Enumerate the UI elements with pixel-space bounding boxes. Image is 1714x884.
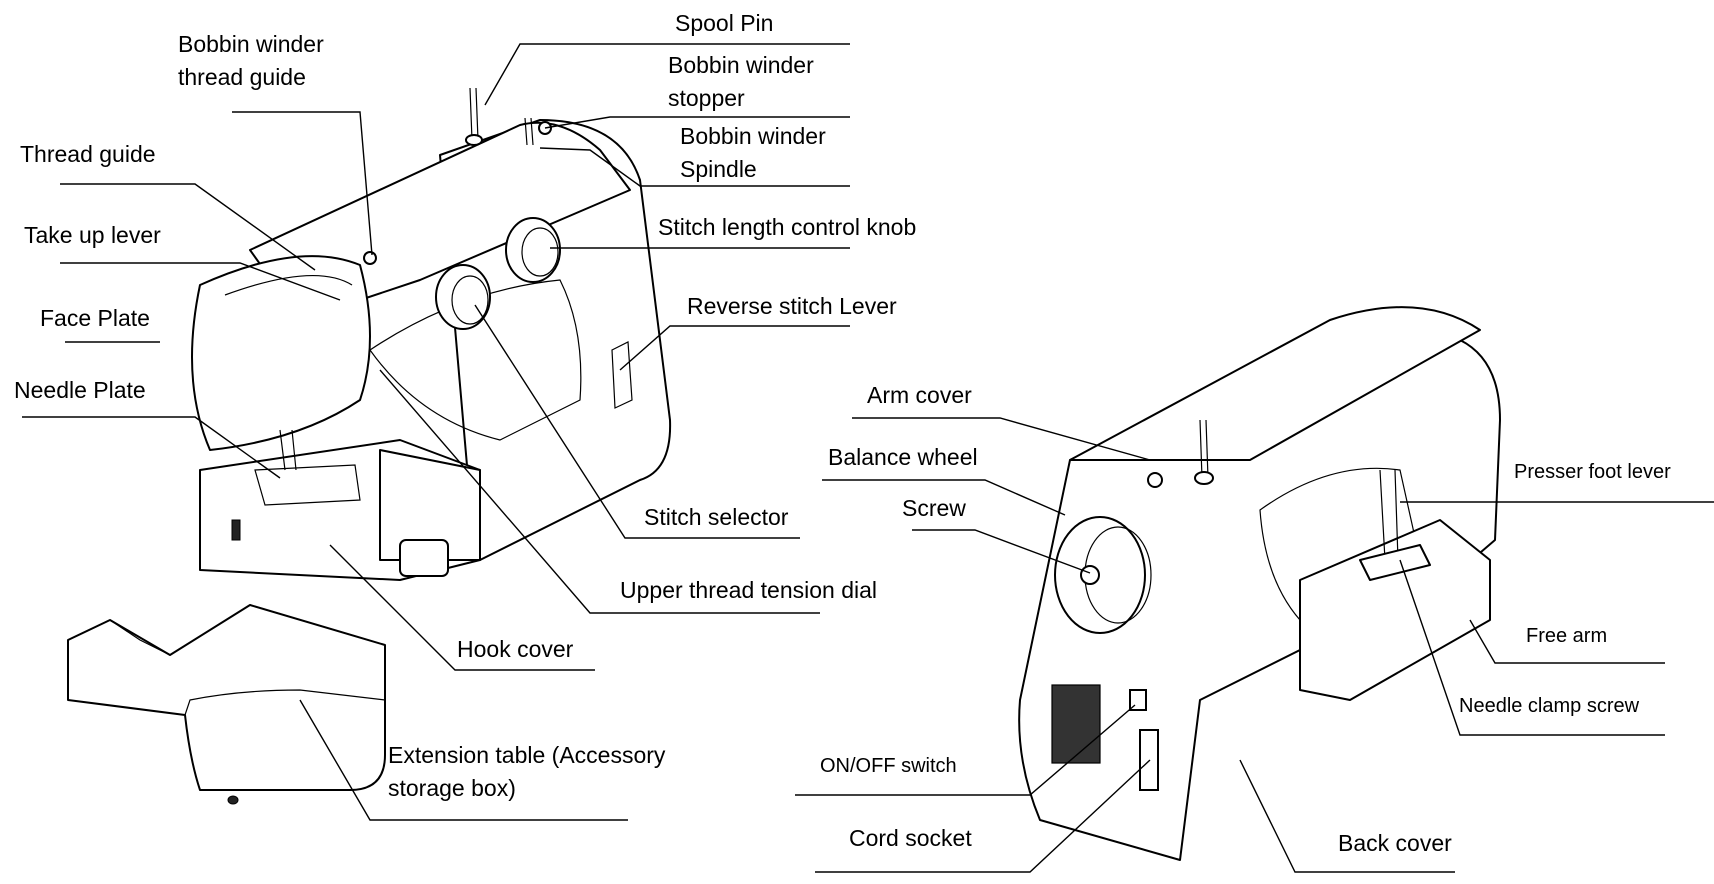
label-reverse-stitch-lever: Reverse stitch Lever: [687, 293, 897, 319]
label-bobbin-winder-thread-guide: Bobbin winder thread guide: [178, 28, 324, 94]
label-bobbin-winder-spindle-line1: Bobbin winder: [680, 123, 826, 149]
label-take-up-lever: Take up lever: [24, 222, 161, 248]
label-stitch-selector: Stitch selector: [644, 504, 789, 530]
leader-bobbin-winder-spindle: [539, 147, 850, 187]
leader-bobbin-winder-stopper: [544, 116, 850, 129]
leader-stitch-selector: [474, 304, 800, 539]
leader-spool-pin: [484, 43, 850, 106]
leader-thread-guide: [60, 183, 316, 271]
leader-cord-socket: [815, 759, 1151, 873]
label-balance-wheel: Balance wheel: [828, 444, 978, 470]
leader-needle-clamp-screw: [1399, 559, 1665, 736]
label-bobbin-winder-thread-guide-line1: Bobbin winder: [178, 31, 324, 57]
label-needle-clamp-screw: Needle clamp screw: [1459, 695, 1640, 717]
label-bobbin-winder-thread-guide-line2: thread guide: [178, 64, 306, 90]
leader-on-off-switch: [795, 704, 1136, 796]
label-face-plate: Face Plate: [40, 305, 150, 331]
leader-balance-wheel: [822, 479, 1066, 516]
leader-hook-cover: [329, 544, 595, 671]
label-free-arm: Free arm: [1526, 625, 1608, 647]
leader-extension-table: [299, 699, 628, 821]
label-cord-socket: Cord socket: [849, 825, 972, 851]
label-back-cover: Back cover: [1338, 830, 1452, 856]
label-bobbin-winder-spindle: Bobbin winder Spindle: [680, 120, 826, 186]
label-thread-guide: Thread guide: [20, 141, 156, 167]
front-machine-illustration: [191, 87, 672, 581]
leader-reverse-stitch-lever: [619, 325, 850, 371]
label-bobbin-winder-stopper-line2: stopper: [668, 85, 745, 111]
label-bobbin-winder-stopper: Bobbin winder stopper: [668, 49, 814, 115]
leader-needle-plate: [22, 416, 281, 479]
leader-bobbin-winder-thread-guide: [232, 111, 373, 256]
leader-lines: [22, 43, 1714, 873]
label-spool-pin: Spool Pin: [675, 10, 774, 36]
label-screw: Screw: [902, 495, 966, 521]
back-machine-illustration: [1018, 306, 1501, 861]
label-bobbin-winder-spindle-line2: Spindle: [680, 156, 757, 182]
label-on-off-switch: ON/OFF switch: [820, 755, 957, 777]
label-presser-foot-lever: Presser foot lever: [1514, 461, 1671, 483]
label-stitch-length-control-knob: Stitch length control knob: [658, 214, 917, 240]
leader-upper-thread-tension: [379, 369, 820, 614]
label-extension-table: Extension table (Accessory storage box): [388, 739, 665, 805]
label-arm-cover: Arm cover: [867, 382, 972, 408]
leader-arm-cover: [852, 417, 1151, 461]
leader-take-up-lever: [60, 262, 341, 301]
label-upper-thread-tension-dial: Upper thread tension dial: [620, 577, 877, 603]
label-needle-plate: Needle Plate: [14, 377, 146, 403]
leader-free-arm: [1469, 619, 1665, 664]
leader-back-cover: [1239, 759, 1455, 873]
label-extension-table-line2: storage box): [388, 775, 516, 801]
label-hook-cover: Hook cover: [457, 636, 574, 662]
leader-screw: [912, 529, 1091, 574]
label-bobbin-winder-stopper-line1: Bobbin winder: [668, 52, 814, 78]
extension-table-illustration: [67, 604, 386, 805]
label-extension-table-line1: Extension table (Accessory: [388, 742, 666, 768]
